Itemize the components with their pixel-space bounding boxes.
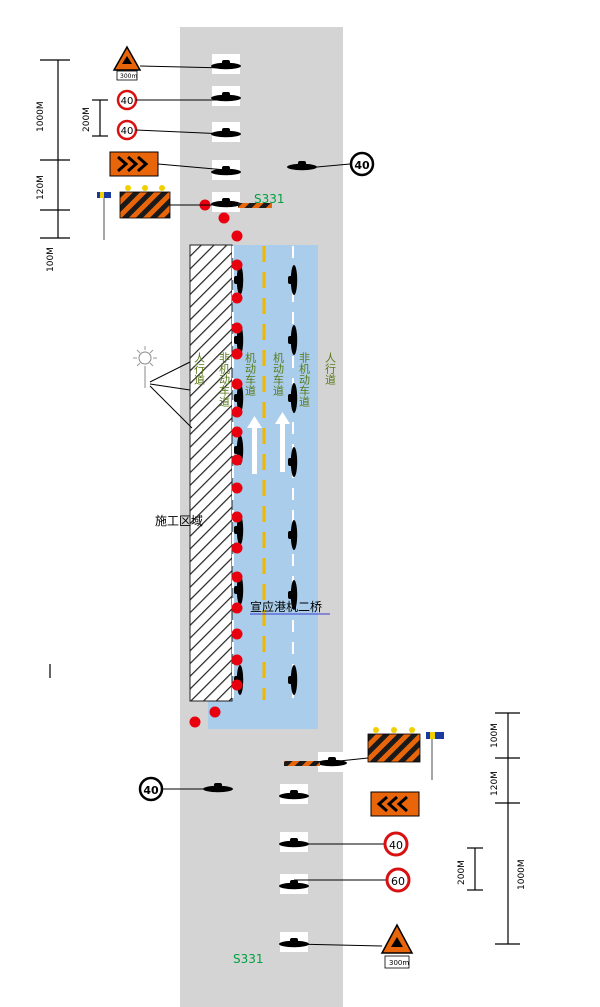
top-barrier: [97, 185, 272, 240]
bottom-chevron-board: [370, 791, 420, 817]
top-chevron-board: [109, 151, 227, 177]
work-zone-label: 施工区域: [155, 514, 203, 528]
direction-arrow-up: [275, 412, 290, 472]
svg-text:200M: 200M: [457, 860, 467, 885]
svg-text:40: 40: [121, 126, 134, 137]
top-speed-sign-b: 40: [116, 119, 227, 141]
bottom-dimensions: [467, 712, 520, 945]
svg-text:1000M: 1000M: [36, 101, 46, 132]
light-leader-lines: [149, 361, 193, 429]
bottom-work-sign-plate: 300m: [389, 959, 409, 967]
bottom-speed-sign-60: 60: [294, 867, 411, 893]
svg-text:200M: 200M: [82, 107, 92, 132]
svg-text:100M: 100M: [490, 723, 500, 748]
lane-label-motor-2: 机动车道: [272, 351, 285, 396]
bridge-label: 宣应港机二桥: [250, 599, 322, 614]
svg-text:40: 40: [121, 96, 134, 107]
lane-label-right-nonmotor: 非机动车道: [298, 352, 311, 407]
top-dimension-labels: 1000M 200M 120M 100M: [36, 101, 92, 272]
lane-label-motor-1: 机动车道: [244, 351, 257, 396]
svg-text:120M: 120M: [490, 771, 500, 796]
svg-text:60: 60: [391, 875, 405, 888]
svg-text:40: 40: [389, 839, 403, 852]
work-zone: [189, 244, 233, 702]
top-road-work-sign: 300m: [112, 45, 227, 81]
warning-light-icon: [133, 346, 157, 388]
bottom-speed-sign-40: 40: [294, 831, 409, 857]
direction-arrow-down: [247, 416, 262, 474]
top-dimensions: [40, 59, 108, 239]
bottom-road-work-sign: 300m: [293, 923, 414, 969]
svg-text:120M: 120M: [36, 175, 46, 200]
lane-labels: 人行道 非机动车道 机动车道 机动车道 非机动车道 人行道: [193, 351, 337, 407]
top-speed-sign-a: 40: [116, 89, 226, 111]
road-name-bottom: S331: [233, 952, 264, 966]
bottom-barrier: [284, 727, 444, 780]
lane-label-left-sidewalk: 人行道: [193, 352, 206, 385]
bottom-left-speed-sign: 40: [138, 776, 233, 802]
lane-label-right-sidewalk: 人行道: [324, 352, 337, 385]
lane-label-left-nonmotor: 非机动车道: [218, 352, 231, 407]
bottom-dimension-labels: 100M 120M 200M 1000M: [457, 723, 527, 890]
svg-text:40: 40: [354, 159, 370, 172]
svg-text:40: 40: [143, 784, 159, 797]
svg-text:100M: 100M: [46, 247, 56, 272]
svg-text:1000M: 1000M: [517, 859, 527, 890]
road-name-top: S331: [254, 192, 285, 206]
top-work-sign-plate: 300m: [120, 73, 137, 80]
top-right-speed-sign: 40: [287, 151, 375, 177]
